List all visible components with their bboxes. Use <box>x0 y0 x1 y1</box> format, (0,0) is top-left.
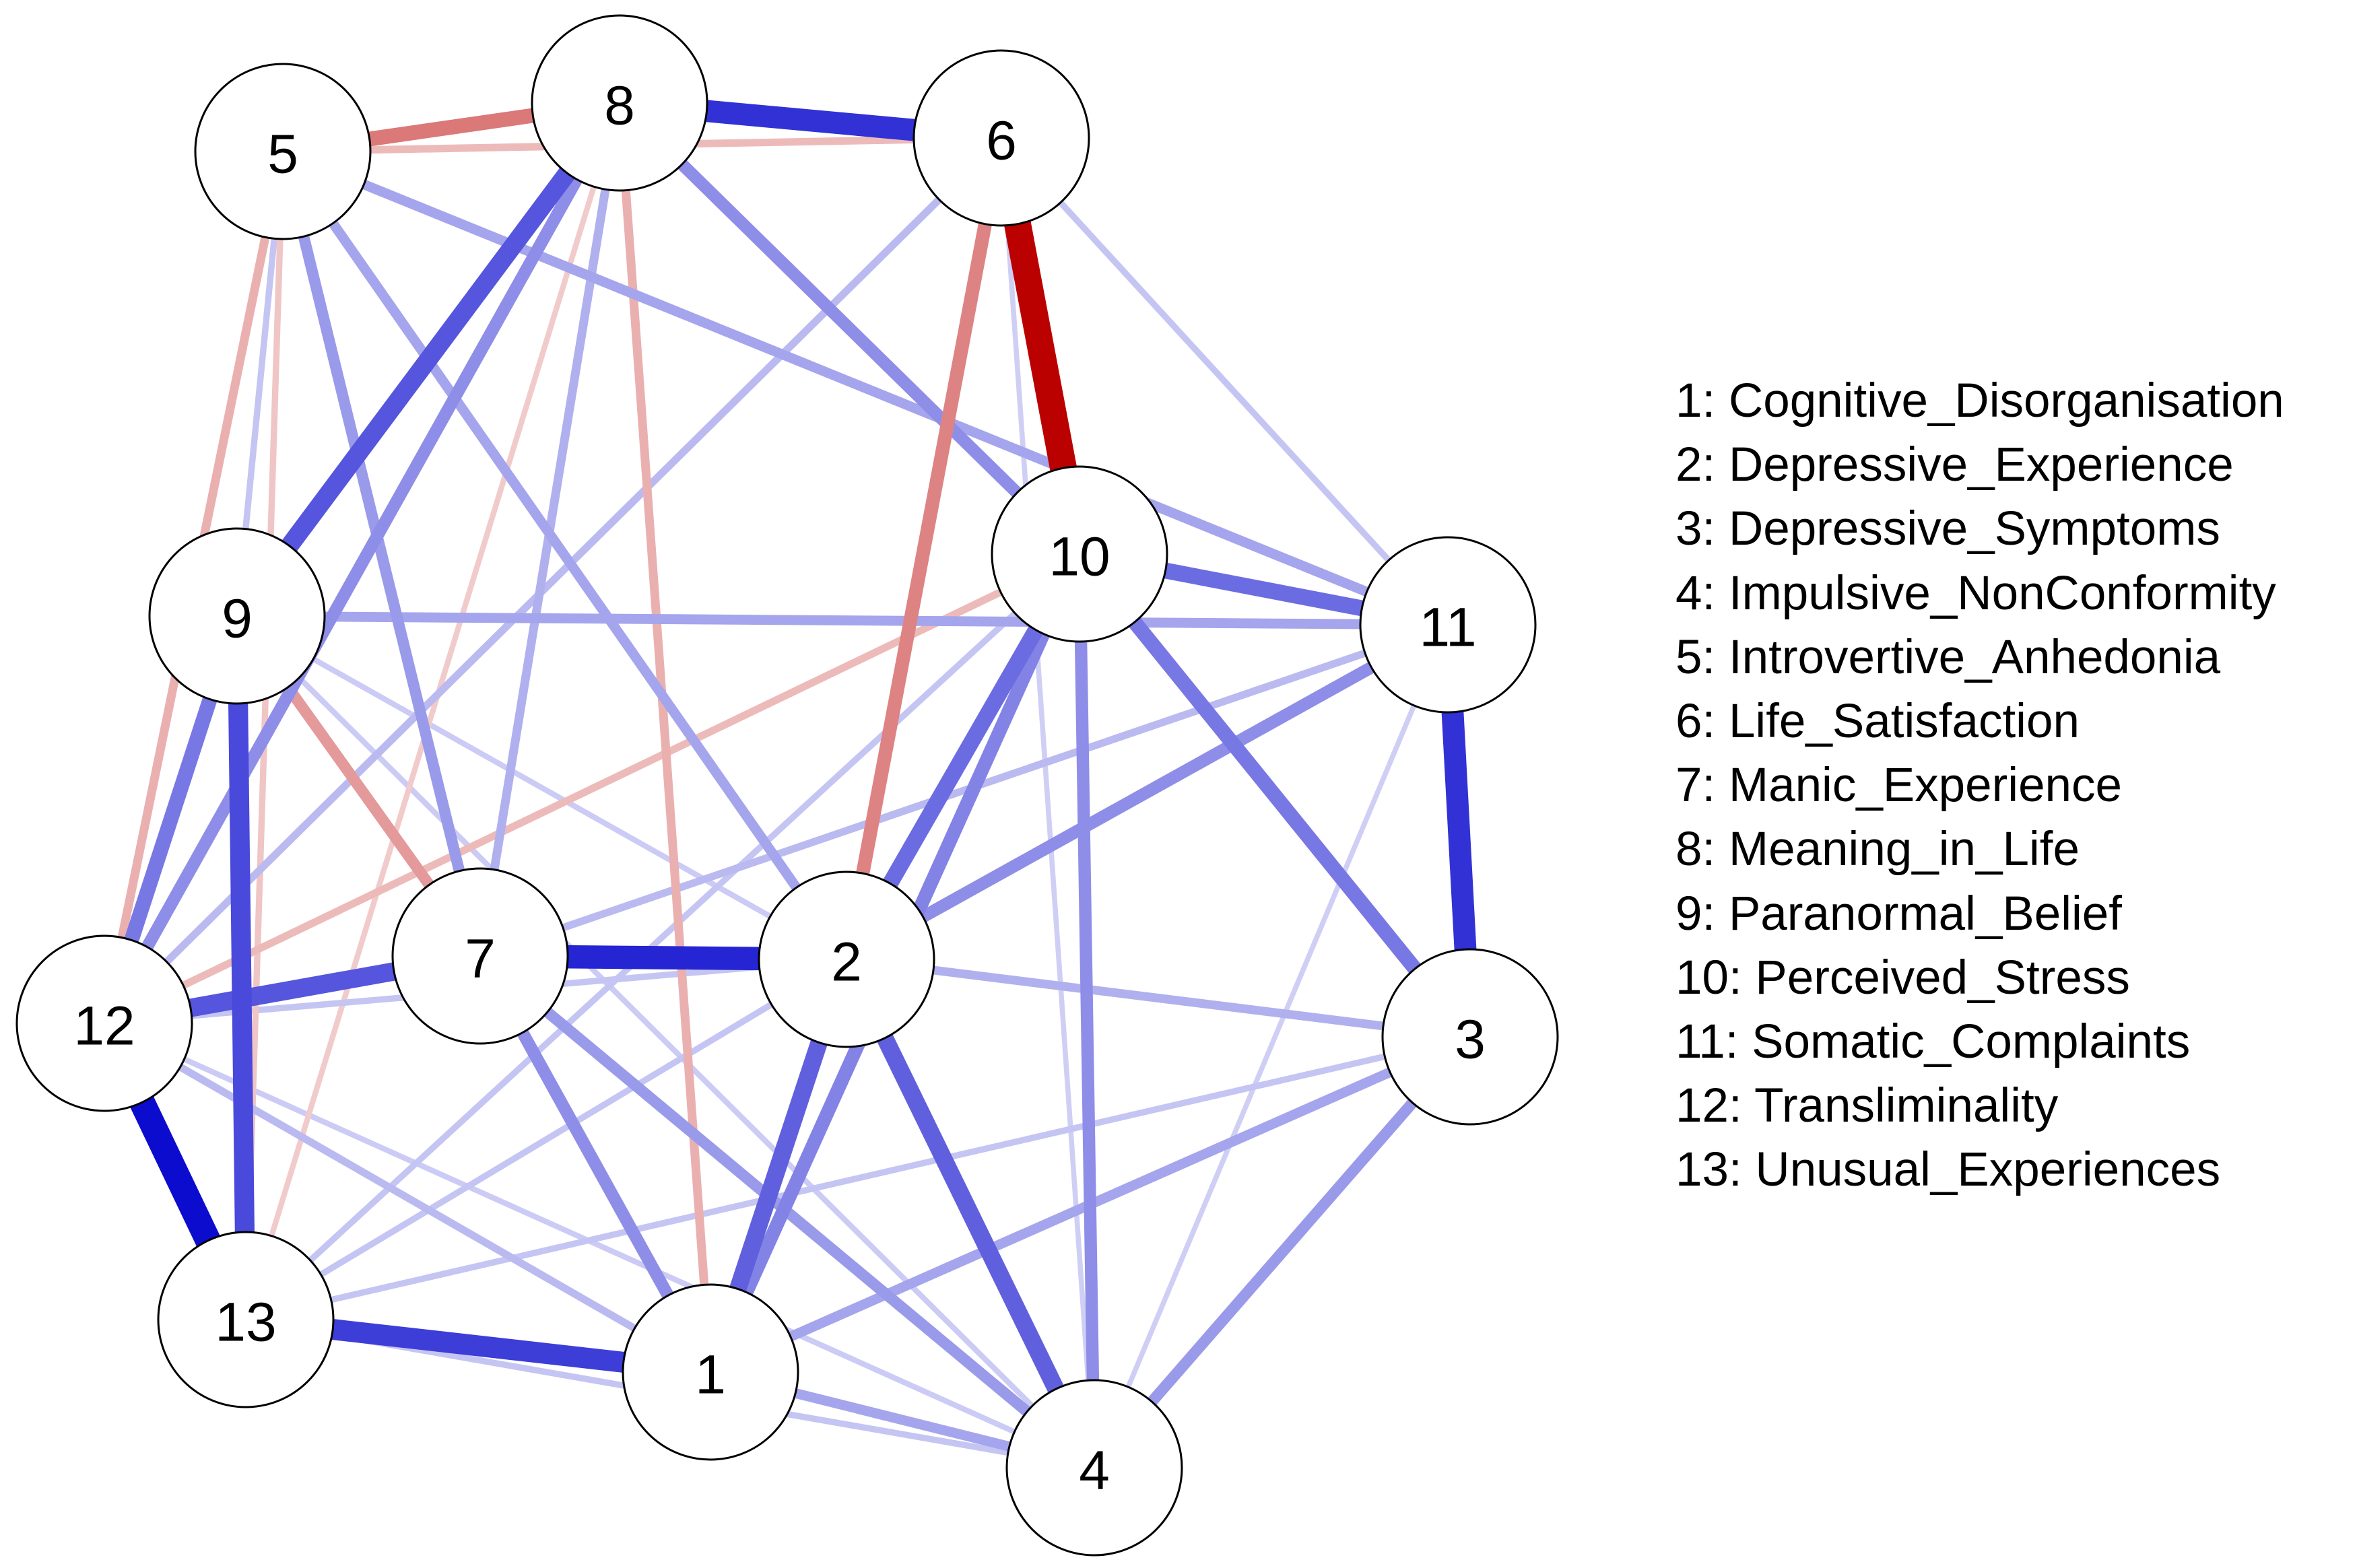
node-8: 8 <box>531 14 708 192</box>
edge-6-12 <box>102 135 1004 1026</box>
edge-12-4 <box>103 1021 1096 1470</box>
node-7-label: 7 <box>465 928 496 990</box>
edge-6-11 <box>999 135 1451 627</box>
edge-9-4 <box>235 614 1096 1470</box>
edge-6-2 <box>840 137 1008 961</box>
legend-item: 1: Cognitive_Disorganisation <box>1675 374 2284 428</box>
node-3: 3 <box>1381 948 1559 1126</box>
node-8-label: 8 <box>604 75 635 137</box>
edge-10-13 <box>243 551 1082 1322</box>
legend-item: 8: Meaning_in_Life <box>1675 823 2080 877</box>
node-4-label: 4 <box>1079 1440 1110 1501</box>
edge-5-7 <box>277 150 486 957</box>
legend-item: 7: Manic_Experience <box>1675 759 2123 813</box>
legend-item: 12: Transliminality <box>1675 1079 2059 1133</box>
edge-8-10 <box>615 98 1084 559</box>
node-10-label: 10 <box>1049 526 1110 588</box>
legend-item: 9: Paranormal_Belief <box>1675 887 2123 941</box>
edge-9-11 <box>236 611 1449 630</box>
node-13-circle <box>157 1231 335 1408</box>
node-7-circle <box>391 867 569 1045</box>
edges-layer <box>92 92 1482 1473</box>
edge-9-13 <box>227 615 256 1320</box>
legend-item: 6: Life_Satisfaction <box>1675 694 2080 748</box>
edge-8-12 <box>98 100 626 1027</box>
legend-item: 13: Unusual_Experiences <box>1675 1143 2221 1197</box>
node-4-circle <box>1005 1379 1183 1557</box>
edge-13-2 <box>244 956 849 1323</box>
legend-item: 10: Perceived_Stress <box>1675 951 2130 1004</box>
node-5-circle <box>194 63 372 240</box>
legend-item: 3: Depressive_Symptoms <box>1675 502 2220 556</box>
node-9-circle <box>148 527 326 705</box>
node-11: 11 <box>1359 536 1537 714</box>
node-1-label: 1 <box>695 1344 726 1406</box>
node-6-circle <box>912 49 1090 227</box>
edge-3-4 <box>1090 1033 1475 1472</box>
node-13: 13 <box>157 1231 335 1408</box>
legend: 1: Cognitive_Disorganisation 2: Depressi… <box>1675 369 2349 1202</box>
node-10: 10 <box>991 465 1168 643</box>
edge-12-10 <box>102 550 1082 1027</box>
node-5-label: 5 <box>267 124 298 185</box>
edge-13-3 <box>244 1033 1471 1323</box>
node-5: 5 <box>194 63 372 240</box>
node-11-label: 11 <box>1419 597 1476 658</box>
node-2-label: 2 <box>831 932 862 993</box>
node-9: 9 <box>148 527 326 705</box>
node-13-label: 13 <box>215 1292 276 1353</box>
edge-8-9 <box>230 97 627 622</box>
legend-item: 11: Somatic_Complaints <box>1675 1015 2191 1068</box>
node-12-label: 12 <box>73 996 135 1057</box>
edge-12-1 <box>102 1020 712 1375</box>
node-3-label: 3 <box>1455 1009 1486 1070</box>
edge-6-4 <box>999 137 1097 1468</box>
edge-2-4 <box>838 955 1102 1472</box>
edge-8-13 <box>243 102 622 1321</box>
node-3-circle <box>1381 948 1559 1126</box>
edge-10-3 <box>1073 549 1476 1042</box>
node-6-label: 6 <box>986 110 1017 172</box>
node-2-circle <box>758 871 935 1048</box>
edge-9-2 <box>235 613 849 962</box>
edge-11-2 <box>843 619 1451 965</box>
edge-10-4 <box>1073 553 1101 1468</box>
node-9-label: 9 <box>222 588 253 650</box>
node-6: 6 <box>912 49 1090 227</box>
node-1-circle <box>622 1283 799 1461</box>
edge-2-3 <box>846 955 1471 1042</box>
node-11-circle <box>1359 536 1537 714</box>
node-12: 12 <box>15 934 193 1112</box>
node-8-circle <box>531 14 708 192</box>
edge-5-11 <box>281 147 1450 629</box>
node-4: 4 <box>1005 1379 1183 1557</box>
legend-item: 5: Introvertive_Anhedonia <box>1675 630 2221 684</box>
legend-item: 4: Impulsive_NonConformity <box>1675 566 2276 620</box>
node-10-circle <box>991 465 1168 643</box>
edge-11-4 <box>1092 623 1451 1469</box>
node-1: 1 <box>622 1283 799 1461</box>
node-2: 2 <box>758 871 935 1048</box>
edge-5-2 <box>278 148 851 963</box>
edge-8-1 <box>615 102 715 1373</box>
node-12-circle <box>15 934 193 1112</box>
edge-7-11 <box>479 621 1449 960</box>
legend-item: 2: Depressive_Experience <box>1675 438 2234 492</box>
node-7: 7 <box>391 867 569 1045</box>
